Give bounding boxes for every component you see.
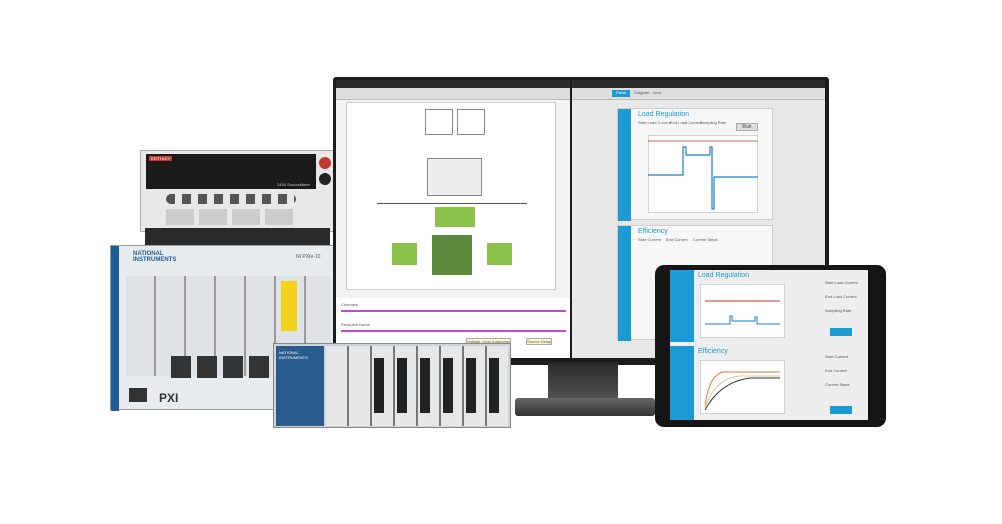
cdaq-logo: NATIONAL INSTRUMENTS — [279, 350, 308, 360]
field-label: Start Current — [825, 354, 848, 359]
terminal-red — [319, 157, 331, 169]
field-label: Start Load Current — [825, 280, 858, 285]
load-regulation-title: Load Regulation — [638, 111, 689, 118]
tablet-screen: Load Regulation Start Load Current End L… — [670, 270, 868, 420]
model-label: 2450 SourceMeter — [277, 182, 310, 187]
terminal-blocks — [171, 356, 281, 378]
field-label: Start Current — [638, 237, 661, 242]
field-label: Sampling Rate — [700, 120, 727, 125]
display: KEITHLEY 2450 SourceMeter — [146, 154, 316, 189]
field-label: Sampling Rate — [825, 308, 852, 313]
brand-label: KEITHLEY — [149, 156, 173, 161]
field-label: Current Steps — [693, 237, 718, 242]
buttons — [166, 194, 296, 204]
channels-label: Channels — [341, 302, 358, 307]
field-label: End Load Current — [825, 294, 857, 299]
load-regulation-graph — [648, 135, 758, 213]
connectors — [374, 358, 504, 413]
tablet-run-button-2[interactable] — [830, 406, 852, 414]
ni-logo: NATIONAL INSTRUMENTS — [133, 251, 177, 263]
keithley-base — [145, 228, 330, 246]
monitor-stand — [548, 362, 618, 402]
efficiency-title: Efficiency — [638, 228, 668, 235]
tablet-run-button[interactable] — [830, 328, 852, 336]
flow-diagram — [346, 102, 556, 290]
tab-icon[interactable]: Icon — [653, 90, 661, 95]
terminal-black — [319, 173, 331, 185]
pxi-logo: PXI — [159, 391, 179, 405]
tablet-load-title: Load Regulation — [698, 272, 749, 279]
field-label: End Current — [666, 237, 688, 242]
run-button[interactable]: Run — [736, 123, 758, 131]
delay-label: Source Delay — [526, 338, 553, 345]
keithley-sourcemeter: KEITHLEY 2450 SourceMeter — [140, 150, 335, 232]
power-button[interactable] — [129, 388, 147, 402]
tablet-load-graph — [700, 284, 785, 338]
chassis-model: NI PXIe-10 — [296, 254, 321, 260]
load-regulation-panel: Load Regulation Start Load Current End L… — [617, 108, 773, 221]
cdaq-chassis: NATIONAL INSTRUMENTS — [273, 343, 511, 428]
field-label: Start Load Current — [638, 120, 671, 125]
resource-label: Resource Name — [341, 322, 370, 327]
tablet-efficiency-title: Efficiency — [698, 348, 728, 355]
dmm-module — [281, 281, 297, 331]
field-label: End Load Current — [670, 120, 702, 125]
tab-diagram[interactable]: Diagram — [634, 90, 650, 95]
tablet-efficiency-graph — [700, 360, 785, 414]
monitor-base — [515, 398, 655, 416]
tab-panel[interactable]: Panel — [612, 90, 631, 97]
keypad — [166, 209, 296, 225]
field-label: End Current — [825, 368, 847, 373]
block-diagram-window: Channels Resource Name Voltage Level Aut… — [336, 80, 570, 358]
field-label: Current Steps — [825, 382, 850, 387]
